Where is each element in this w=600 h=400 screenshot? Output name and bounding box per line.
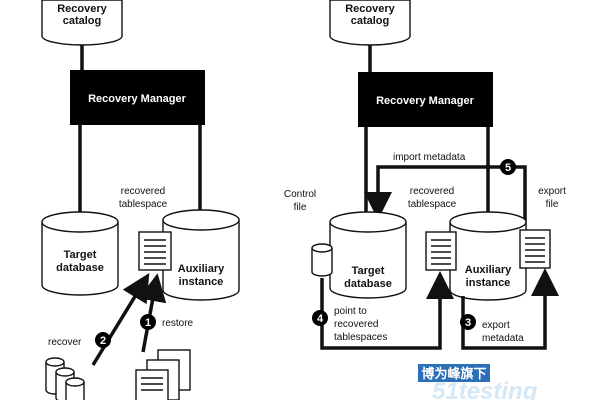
export-file-line2: file (546, 199, 559, 210)
left-step1-badge: 1 (140, 314, 156, 330)
right-step3-line2: metadata (482, 333, 524, 344)
watermark-logo: 博为峰旗下 51testing (418, 364, 538, 400)
control-file-icon (311, 243, 333, 277)
export-file-document-icon (519, 229, 551, 269)
right-recovered-line1: recovered (410, 186, 454, 197)
right-target-line1: Target (352, 265, 385, 277)
left-recovered-line1: recovered (121, 186, 165, 197)
left-target-database: Target database (41, 211, 119, 296)
right-aux-line1: Auxiliary (465, 264, 512, 276)
right-step5-badge: 5 (500, 159, 516, 175)
archived-logs-icon (45, 357, 85, 400)
left-recovery-catalog-line2: catalog (63, 15, 102, 27)
right-step4-line2: recovered (334, 319, 378, 330)
right-step5-number: 5 (505, 162, 511, 174)
control-file-line2: file (294, 202, 307, 213)
right-recovery-catalog: Recovery catalog (329, 0, 411, 46)
left-aux-line1: Auxiliary (178, 263, 225, 275)
right-auxiliary-instance: Auxiliary instance (449, 211, 527, 301)
right-tablespace-document-icon (425, 231, 457, 271)
right-step5-label: import metadata (393, 152, 466, 163)
right-step3-badge: 3 (460, 314, 476, 330)
left-step2-label: recover (48, 337, 82, 348)
left-recovery-manager: Recovery Manager (70, 70, 205, 125)
export-file-line1: export (538, 186, 566, 197)
control-file-line1: Control (284, 189, 316, 200)
right-aux-line2: instance (466, 277, 511, 289)
right-step3-line1: export (482, 320, 510, 331)
right-recovery-catalog-line1: Recovery (345, 3, 395, 15)
left-aux-line2: instance (179, 276, 224, 288)
left-step1-number: 1 (145, 317, 151, 329)
left-target-line1: Target (64, 249, 97, 261)
backup-files-icon (135, 349, 191, 400)
left-step2-badge: 2 (95, 332, 111, 348)
right-step4-number: 4 (317, 313, 324, 325)
right-recovery-manager: Recovery Manager (358, 72, 493, 127)
right-target-line2: database (344, 278, 392, 290)
left-step2-number: 2 (100, 335, 106, 347)
right-step4-line3: tablespaces (334, 332, 387, 343)
right-recovery-catalog-line2: catalog (351, 15, 390, 27)
right-recovery-manager-label: Recovery Manager (376, 95, 475, 107)
left-target-line2: database (56, 262, 104, 274)
right-target-database: Target database (329, 211, 407, 299)
right-step4-line1: point to (334, 306, 367, 317)
right-recovered-line2: tablespace (408, 199, 457, 210)
left-recovered-line2: tablespace (119, 199, 168, 210)
left-step1-label: restore (162, 318, 194, 329)
watermark-cn: 博为峰旗下 (421, 366, 486, 382)
left-recovery-catalog: Recovery catalog (41, 0, 123, 46)
left-recovery-catalog-line1: Recovery (57, 3, 107, 15)
left-tablespace-document-icon (138, 231, 172, 271)
left-auxiliary-instance: Auxiliary instance (162, 209, 240, 301)
right-step3-number: 3 (465, 317, 471, 329)
watermark-brand: 51testing (432, 378, 538, 400)
right-step4-badge: 4 (312, 310, 328, 326)
left-recovery-manager-label: Recovery Manager (88, 93, 187, 105)
